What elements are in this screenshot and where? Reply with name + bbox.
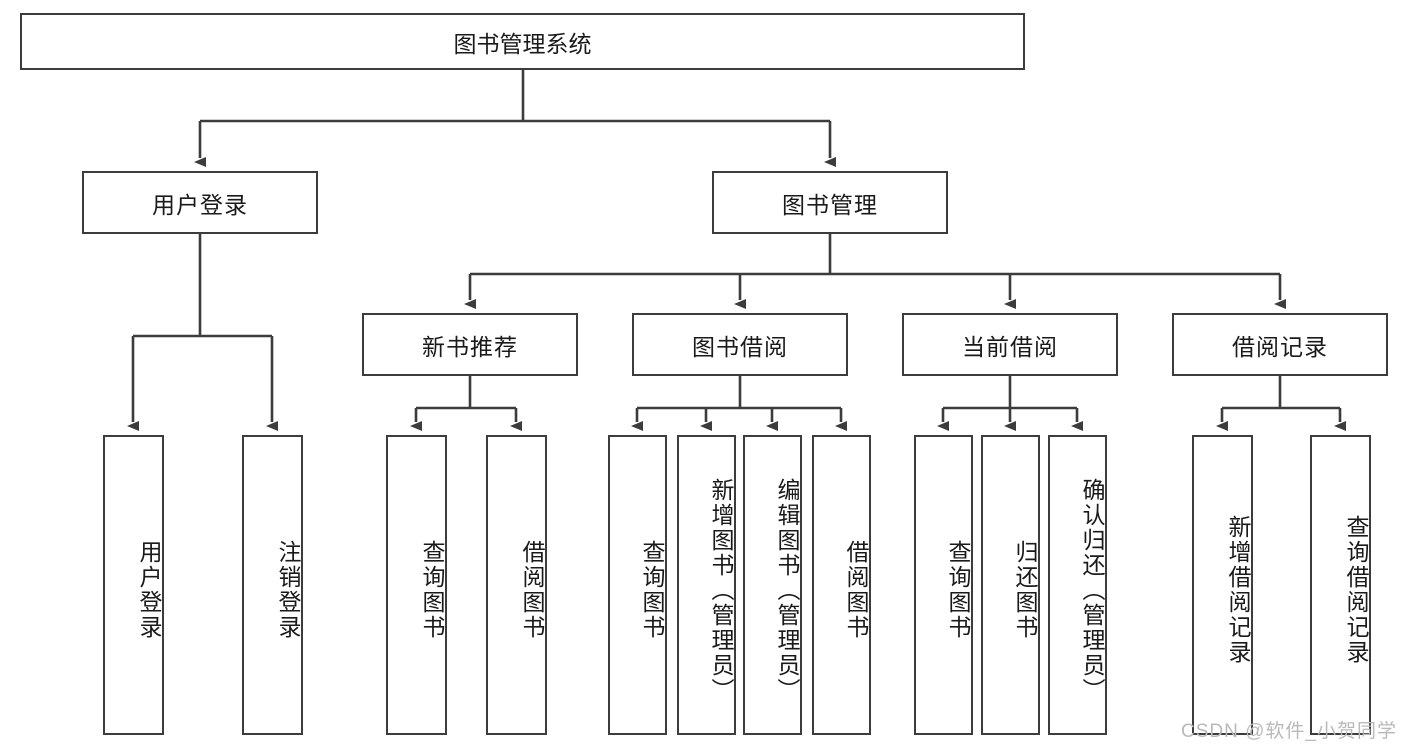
node-label: 借阅图书 <box>843 540 869 640</box>
node-current-borrow[interactable]: 当前借阅 <box>902 313 1118 376</box>
node-label: 查询图书 <box>639 540 665 640</box>
leaf-borrow-add-book-admin[interactable]: 新增图书（管理员） <box>677 435 736 735</box>
leaf-borrow-query-book[interactable]: 查询图书 <box>608 435 667 735</box>
node-book-borrow[interactable]: 图书借阅 <box>632 313 848 376</box>
node-label: 新书推荐 <box>422 333 518 360</box>
leaf-record-add-record[interactable]: 新增借阅记录 <box>1192 435 1253 735</box>
node-label: 当前借阅 <box>962 333 1058 360</box>
node-label: 新增图书（管理员） <box>708 477 734 703</box>
leaf-recommend-borrow-book[interactable]: 借阅图书 <box>486 435 547 735</box>
node-label: 借阅图书 <box>519 540 545 640</box>
node-borrow-record[interactable]: 借阅记录 <box>1172 313 1388 376</box>
node-label: 编辑图书（管理员） <box>774 477 800 703</box>
leaf-current-confirm-return-admin[interactable]: 确认归还（管理员） <box>1048 435 1107 735</box>
node-label: 查询借阅记录 <box>1343 515 1369 665</box>
node-label: 借阅记录 <box>1232 333 1328 360</box>
leaf-recommend-query-book[interactable]: 查询图书 <box>386 435 447 735</box>
node-label: 用户登录 <box>152 191 248 218</box>
leaf-borrow-edit-book-admin[interactable]: 编辑图书（管理员） <box>743 435 802 735</box>
node-book-management[interactable]: 图书管理 <box>712 171 948 234</box>
node-new-book-recommend[interactable]: 新书推荐 <box>362 313 578 376</box>
node-label: 查询图书 <box>945 540 971 640</box>
node-label: 新增借阅记录 <box>1225 515 1251 665</box>
leaf-record-query-record[interactable]: 查询借阅记录 <box>1310 435 1371 735</box>
leaf-user-login-login[interactable]: 用户登录 <box>103 435 164 735</box>
leaf-current-query-book[interactable]: 查询图书 <box>914 435 973 735</box>
node-user-login[interactable]: 用户登录 <box>82 171 318 234</box>
node-label: 查询图书 <box>419 540 445 640</box>
node-label: 确认归还（管理员） <box>1079 477 1105 703</box>
leaf-user-login-logout[interactable]: 注销登录 <box>242 435 303 735</box>
node-label: 图书借阅 <box>692 333 788 360</box>
leaf-current-return-book[interactable]: 归还图书 <box>981 435 1040 735</box>
node-label: 图书管理系统 <box>453 30 592 57</box>
node-label: 归还图书 <box>1012 540 1038 640</box>
node-root-system[interactable]: 图书管理系统 <box>20 13 1025 70</box>
node-label: 用户登录 <box>136 540 162 640</box>
leaf-borrow-borrow-book[interactable]: 借阅图书 <box>812 435 871 735</box>
watermark: CSDN @软件_小贺同学 <box>1181 721 1397 742</box>
node-label: 图书管理 <box>782 191 878 218</box>
node-label: 注销登录 <box>275 540 301 640</box>
